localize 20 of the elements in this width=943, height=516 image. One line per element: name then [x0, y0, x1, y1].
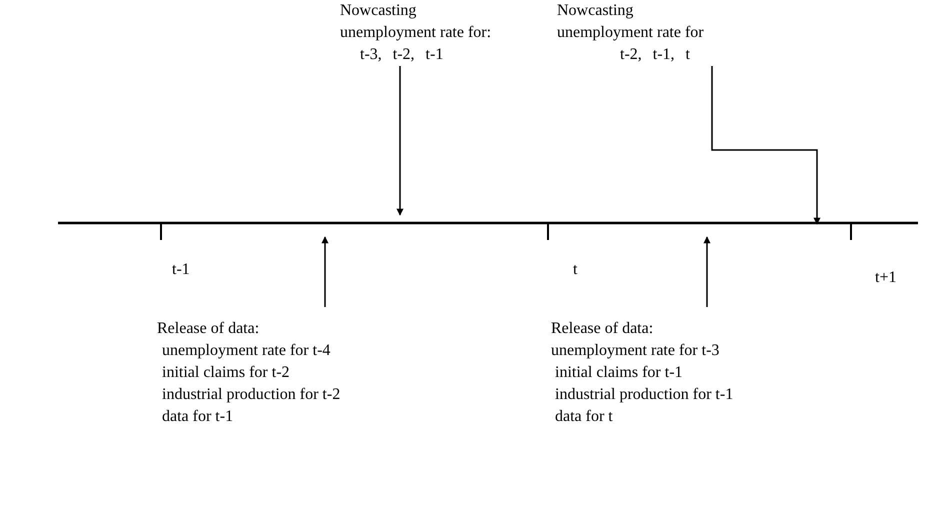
arrow	[711, 66, 820, 225]
note-text: industrial production for t-2	[161, 385, 340, 405]
note-text: initial claims for t-1	[554, 363, 684, 383]
note-heading: Release of data:	[551, 319, 654, 339]
note-text: data for t	[554, 407, 614, 427]
note-text: initial claims for t-2	[161, 363, 291, 383]
time-label: t-1	[172, 260, 190, 280]
note-text: industrial production for t-1	[554, 385, 734, 405]
note-text: t-3, t-2, t-1	[359, 45, 444, 65]
note-text: t-2, t-1, t	[619, 45, 691, 65]
note-heading: Release of data:	[157, 319, 260, 339]
note-heading: Nowcasting unemployment rate for:	[340, 1, 492, 43]
time-label: t	[573, 260, 578, 280]
arrow	[396, 66, 404, 216]
note-text: unemployment rate for t-4	[161, 341, 332, 361]
note-text: unemployment rate for t-3	[551, 341, 720, 361]
note-text: data for t-1	[161, 407, 234, 427]
arrow	[322, 236, 328, 307]
arrow	[704, 236, 710, 307]
time-label: t+1	[875, 268, 896, 288]
